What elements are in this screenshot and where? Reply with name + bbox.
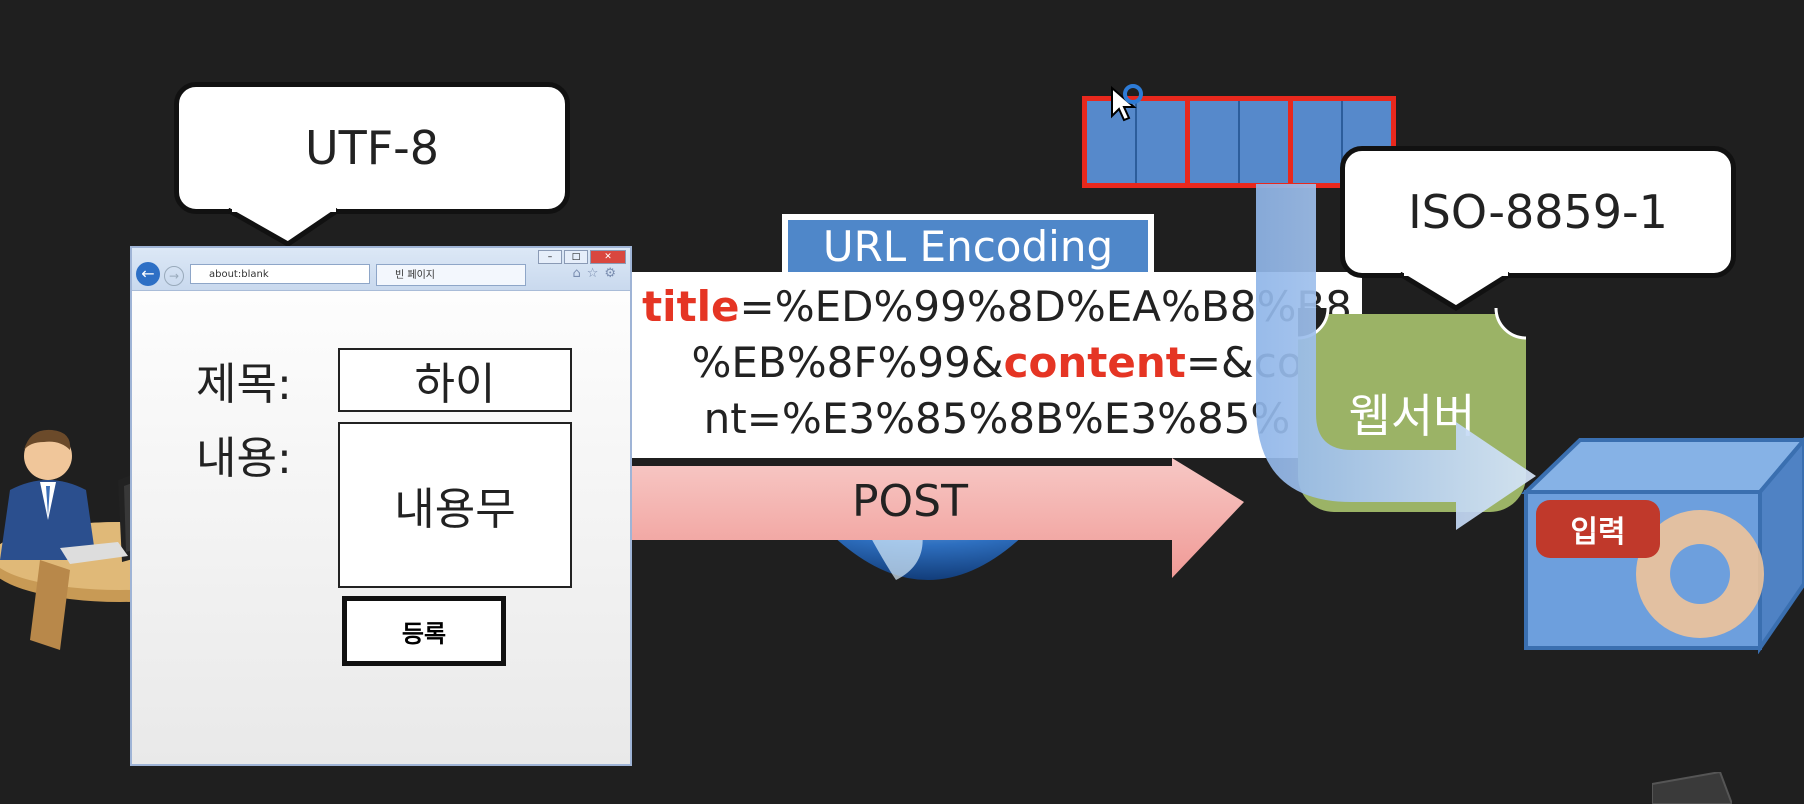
minimize-icon[interactable]: – <box>538 250 562 264</box>
title-param-key: title <box>642 282 740 331</box>
close-icon[interactable]: ✕ <box>590 250 626 264</box>
server-encoding-bubble: ISO-8859-1 <box>1340 146 1736 278</box>
input-stream-label: 입력 <box>1570 515 1626 550</box>
input-stream-tag: 입력 <box>1536 500 1660 558</box>
title-input[interactable]: 하이 <box>338 348 572 412</box>
browser-tab[interactable]: 빈 페이지 <box>376 264 526 286</box>
server-encoding-label: ISO-8859-1 <box>1408 185 1668 239</box>
byte-cell <box>1293 101 1343 183</box>
post-method-label: POST <box>852 476 968 527</box>
web-server-label: 웹서버 <box>1348 389 1476 443</box>
payload-line-3: nt=%E3%85%8B%E3%85% <box>703 394 1291 443</box>
payload-line-2-prefix: %EB%8F%99& <box>691 338 1004 387</box>
forward-arrow-icon[interactable]: → <box>164 266 184 286</box>
submit-button-label: 등록 <box>401 619 447 648</box>
content-param-key: content <box>1003 338 1186 387</box>
window-controls[interactable]: – □ ✕ <box>538 250 626 264</box>
title-param-value: =%ED%99%8D%EA%B8%B8 <box>739 282 1352 331</box>
byte-cell <box>1190 101 1240 183</box>
pipe-arrow-icon <box>1256 184 1536 530</box>
client-encoding-bubble: UTF-8 <box>174 82 570 214</box>
title-label: 제목: <box>196 359 292 410</box>
mouse-cursor-icon <box>1111 84 1143 122</box>
content-textarea-value: 내용무 <box>394 484 516 535</box>
content-label: 내용: <box>196 433 292 484</box>
content-textarea[interactable]: 내용무 <box>338 422 572 588</box>
url-encoding-label-box: URL Encoding <box>782 214 1154 278</box>
bubble-pointer-icon <box>1400 272 1512 311</box>
title-input-value: 하이 <box>414 359 496 410</box>
toolbar-icons[interactable]: ⌂☆⚙ <box>572 266 622 281</box>
bubble-pointer-icon <box>228 208 340 247</box>
byte-cell <box>1240 101 1293 183</box>
client-encoding-label: UTF-8 <box>304 121 440 175</box>
payload-line-1: title=%ED%99%8D%EA%B8%B8 <box>632 282 1362 331</box>
browser-window: ← → about:blank 빈 페이지 ⌂☆⚙ – □ ✕ 제목: 하이 내… <box>130 246 632 766</box>
url-encoding-label: URL Encoding <box>788 220 1148 272</box>
byte-cell <box>1137 101 1190 183</box>
container-box-icon <box>1521 436 1804 654</box>
partial-device-icon <box>1652 772 1732 804</box>
post-arrow-icon <box>632 458 1244 578</box>
back-arrow-icon[interactable]: ← <box>136 262 160 286</box>
maximize-icon[interactable]: □ <box>564 250 588 264</box>
browser-toolbar: ← → about:blank 빈 페이지 ⌂☆⚙ – □ ✕ <box>132 248 630 291</box>
submit-button[interactable]: 등록 <box>342 596 506 666</box>
address-bar[interactable]: about:blank <box>190 264 370 284</box>
